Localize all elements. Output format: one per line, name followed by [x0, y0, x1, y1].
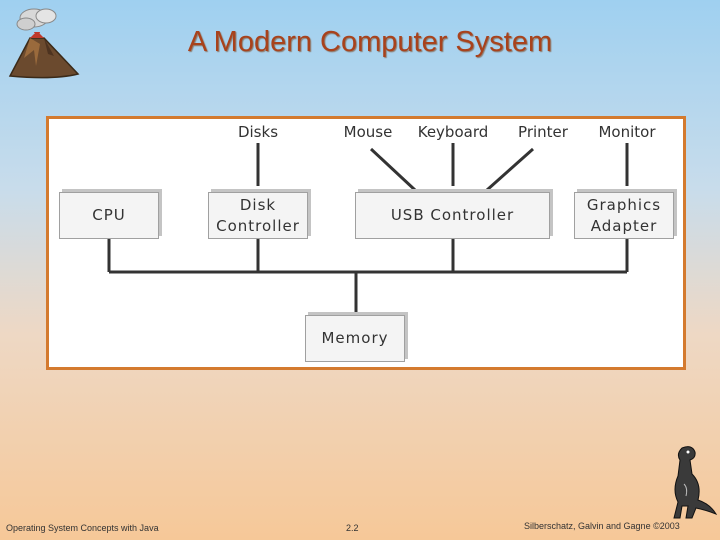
volcano-icon — [8, 8, 80, 79]
graphics-adapter-box: Graphics Adapter — [574, 192, 674, 239]
slide-title: A Modern Computer System — [187, 26, 553, 58]
device-label-keyboard: Keyboard — [417, 123, 489, 141]
footer-left: Operating System Concepts with Java — [6, 523, 159, 533]
usb-controller-label: USB Controller — [390, 206, 515, 224]
usb-controller-box: USB Controller — [355, 192, 550, 239]
disk-controller-label-line2: Controller — [216, 216, 300, 235]
bus-lines — [107, 143, 629, 315]
device-label-printer: Printer — [518, 123, 568, 141]
device-label-monitor: Monitor — [598, 123, 656, 141]
device-label-mouse: Mouse — [343, 123, 393, 141]
disk-controller-label-line1: Disk — [239, 195, 277, 214]
footer-right: Silberschatz, Galvin and Gagne ©2003 — [524, 521, 680, 531]
cpu-label: CPU — [92, 206, 126, 224]
memory-box: Memory — [305, 315, 405, 362]
memory-label: Memory — [321, 329, 389, 347]
graphics-adapter-label-line1: Graphics — [586, 195, 662, 214]
disk-controller-box: Disk Controller — [208, 192, 308, 239]
dinosaur-icon — [673, 446, 718, 519]
device-label-disks: Disks — [237, 123, 279, 141]
diagram-frame: Disks Mouse Keyboard Printer Monitor CPU… — [46, 116, 686, 370]
graphics-adapter-label-line2: Adapter — [590, 216, 658, 235]
cpu-box: CPU — [59, 192, 159, 239]
footer-page-number: 2.2 — [346, 523, 359, 533]
